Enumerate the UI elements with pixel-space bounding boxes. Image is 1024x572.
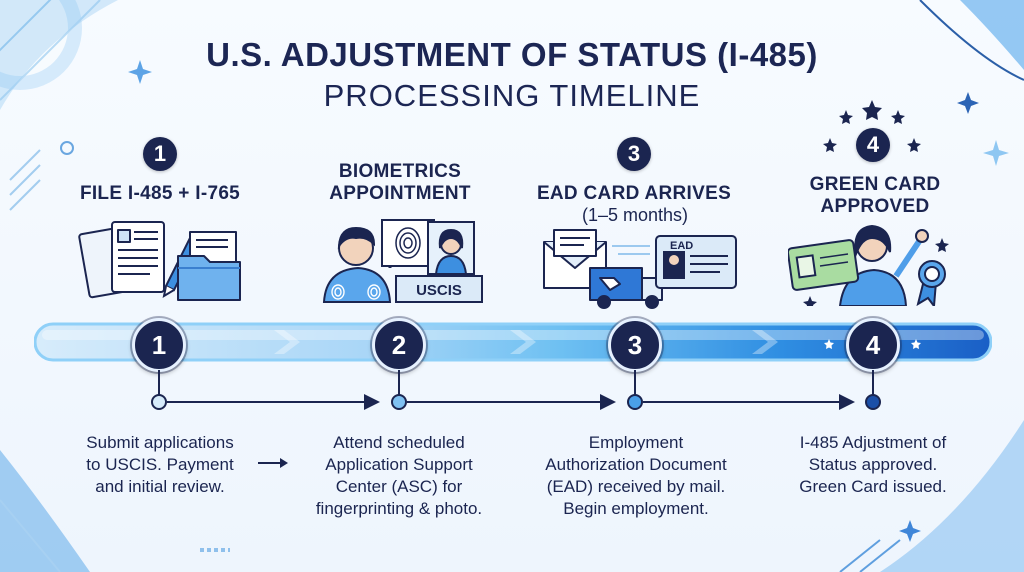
biometrics-illustration: USCIS (322, 219, 483, 303)
uscis-desk-label: USCIS (416, 282, 462, 299)
arrow-right-icon (258, 458, 288, 468)
step-1-number-badge: 1 (143, 137, 177, 171)
fingerprint-icon (381, 219, 435, 267)
step-3-subtitle: (1–5 months) (581, 205, 689, 225)
step-2-description: Attend scheduled Application Support Cen… (315, 433, 483, 518)
timeline-node-4: 4 (846, 318, 900, 372)
step-2-title-line2: APPOINTMENT (329, 183, 471, 204)
ead-card-label: EAD (670, 240, 693, 252)
person-icon (322, 226, 392, 303)
timeline-connectors (151, 370, 881, 410)
green-card-icon (788, 239, 860, 291)
timeline-node-3: 3 (608, 318, 662, 372)
step-2-title-line1: BIOMETRICS (338, 161, 462, 182)
connector-dot-1 (151, 394, 167, 410)
documents-icon (78, 221, 241, 301)
officer-icon (427, 221, 475, 275)
step-3-number-badge: 3 (617, 137, 651, 171)
timeline-progress-bar (34, 322, 992, 362)
green-card-illustration (788, 224, 949, 306)
step-4-title-line1: GREEN CARD (809, 174, 941, 195)
timeline-node-1: 1 (132, 318, 186, 372)
step-3-description: Employment Authorization Document (EAD) … (545, 433, 727, 518)
ead-card-icon (655, 235, 737, 289)
award-ribbon-icon (916, 260, 946, 306)
connector-dot-4 (865, 394, 881, 410)
step-3-title: EAD CARD ARRIVES (536, 183, 732, 204)
folder-icon (177, 231, 241, 301)
mail-truck-icon (589, 267, 663, 309)
step-4-number-badge: 4 (856, 128, 890, 162)
star-icon (823, 100, 921, 152)
page-subtitle: PROCESSING TIMELINE (323, 78, 701, 113)
step-4-title: GREEN CARD APPROVED (770, 174, 980, 218)
connector-dot-3 (627, 394, 643, 410)
step-4-description: I-485 Adjustment of Status approved. Gre… (799, 433, 947, 496)
step-1-description: Submit applications to USCIS. Payment an… (86, 433, 234, 496)
envelope-icon (543, 229, 607, 289)
ead-mail-illustration: EAD (543, 229, 737, 309)
step-2-title: BIOMETRICS APPOINTMENT (290, 161, 510, 205)
step-1-title: FILE I-485 + I-765 (79, 183, 241, 204)
page-title: U.S. ADJUSTMENT OF STATUS (I-485) (206, 36, 818, 73)
step-4-title-line2: APPROVED (820, 196, 930, 217)
connector-dot-2 (391, 394, 407, 410)
timeline-node-2: 2 (372, 318, 426, 372)
